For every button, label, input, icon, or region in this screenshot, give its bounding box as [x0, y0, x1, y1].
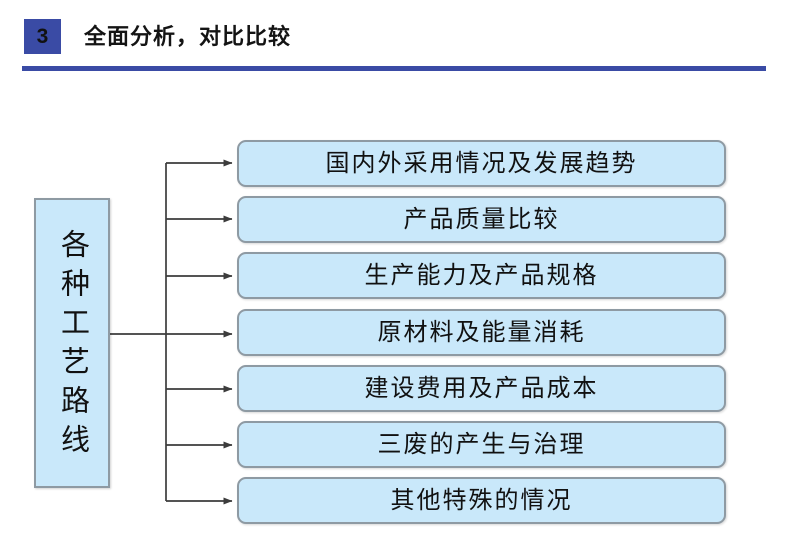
branch-node-6[interactable]: 三废的产生与治理: [237, 421, 726, 468]
branch-node-label: 其他特殊的情况: [390, 487, 573, 514]
branch-node-label: 原材料及能量消耗: [377, 319, 586, 346]
branch-node-label: 三废的产生与治理: [377, 431, 586, 458]
branch-node-3[interactable]: 生产能力及产品规格: [237, 252, 726, 299]
branch-node-label: 生产能力及产品规格: [364, 262, 599, 289]
process-comparison-diagram: 各种工艺路线 国内外采用情况及发展趋势 产品质量比较 生产能力及产品规格 原材料…: [0, 78, 792, 555]
branch-node-2[interactable]: 产品质量比较: [237, 196, 726, 243]
root-node-label: 各种工艺路线: [56, 228, 89, 463]
branch-node-5[interactable]: 建设费用及产品成本: [237, 365, 726, 412]
branch-node-1[interactable]: 国内外采用情况及发展趋势: [237, 140, 726, 187]
branch-node-4[interactable]: 原材料及能量消耗: [237, 309, 726, 356]
root-node[interactable]: 各种工艺路线: [34, 198, 110, 488]
branch-node-label: 产品质量比较: [403, 206, 560, 233]
section-number-badge: 3: [24, 19, 61, 54]
branch-node-7[interactable]: 其他特殊的情况: [237, 477, 726, 524]
header-divider: [22, 66, 766, 71]
branch-node-label: 建设费用及产品成本: [364, 375, 599, 402]
branch-node-label: 国内外采用情况及发展趋势: [325, 150, 638, 177]
connector-lines: [110, 159, 233, 505]
slide-header: 3 全面分析，对比比较: [0, 0, 792, 78]
page-title: 全面分析，对比比较: [84, 24, 292, 49]
